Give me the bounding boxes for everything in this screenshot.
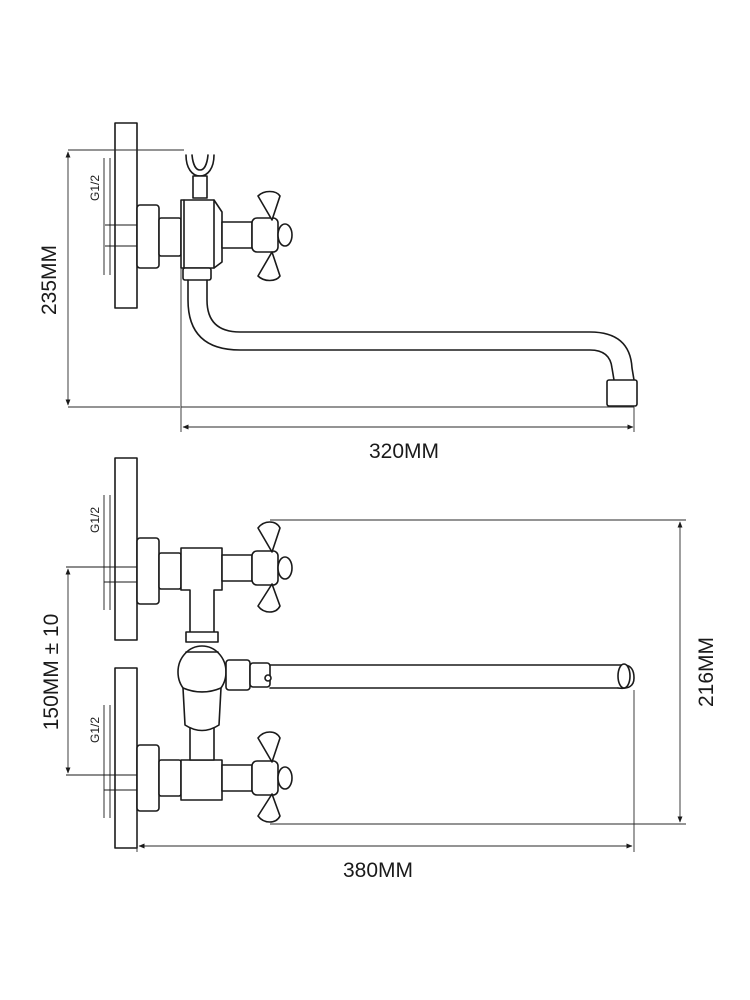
top-spout xyxy=(187,279,615,381)
length-380-label: 380MM xyxy=(343,859,413,882)
top-length-dimension: 320MM xyxy=(180,268,635,463)
top-height-dimension: 235MM xyxy=(38,149,184,408)
length-380-dimension: 380MM xyxy=(136,690,635,882)
bottom-lower-thread-label: G1/2 xyxy=(88,717,102,743)
top-spout-aerator xyxy=(606,379,638,407)
top-thread-label-group: G1/2 xyxy=(88,175,102,201)
bottom-lower-cross-handle xyxy=(257,731,281,823)
bottom-view: G1/2 G1/2 150MM ± 10 216MM 380MM xyxy=(40,457,718,882)
bottom-spout xyxy=(269,664,626,689)
top-shower-holder xyxy=(185,154,215,177)
top-mixer-body xyxy=(180,199,223,269)
bottom-upper-cross-handle xyxy=(257,521,281,613)
top-height-label: 235MM xyxy=(38,245,61,315)
top-view: 235MM G1/2 320MM xyxy=(38,122,638,463)
bottom-mixer-body xyxy=(180,547,223,636)
top-wall xyxy=(114,122,138,309)
bottom-lower-wall xyxy=(114,667,138,849)
top-flange xyxy=(136,204,160,269)
bottom-upper-wall xyxy=(114,457,138,641)
top-cross-handle xyxy=(257,190,281,282)
height-216-label: 216MM xyxy=(695,637,718,707)
spacing-dimension: 150MM ± 10 xyxy=(40,568,71,774)
height-216-dimension: 216MM xyxy=(270,519,718,825)
top-thread-label: G1/2 xyxy=(88,175,102,201)
bottom-upper-thread-label: G1/2 xyxy=(88,507,102,533)
top-length-label: 320MM xyxy=(369,440,439,463)
spacing-label: 150MM ± 10 xyxy=(40,614,63,731)
bottom-shower-holder xyxy=(182,687,222,732)
